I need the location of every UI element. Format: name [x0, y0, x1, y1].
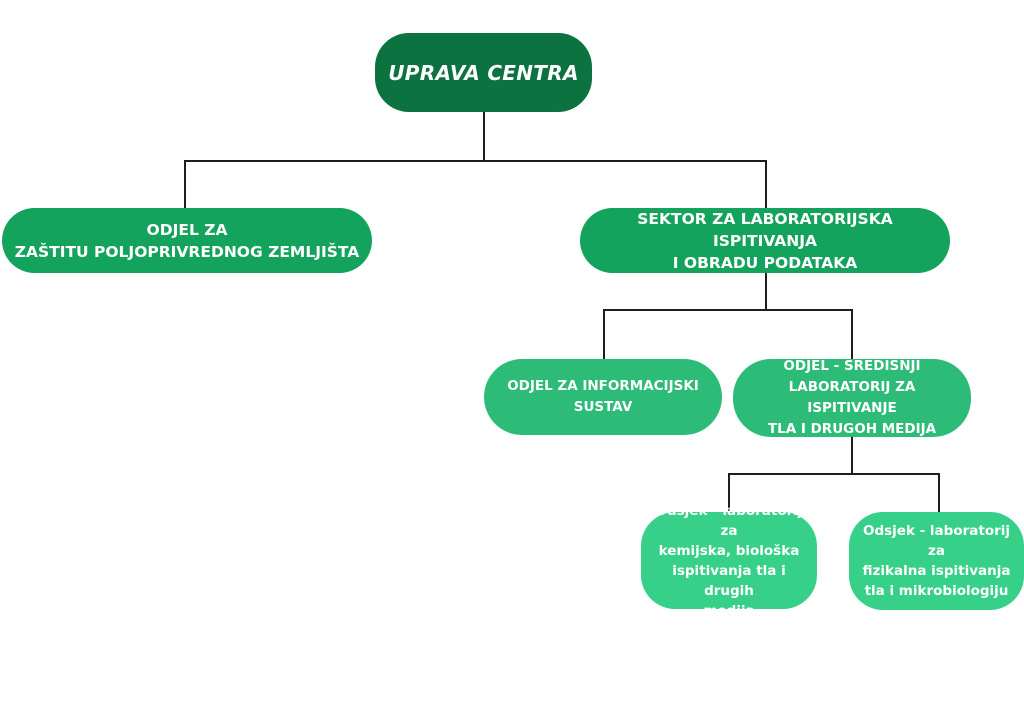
connector-to-sredisnji	[851, 309, 853, 359]
node-odsjek-fizikalna-mikrobiologija: Odsjek - laboratorij za fizikalna ispiti…	[849, 512, 1024, 610]
node-uprava-centra: UPRAVA CENTRA	[375, 33, 592, 112]
node-label-line: LABORATORIJ ZA ISPITIVANJE	[788, 379, 916, 416]
connector-root-down	[483, 112, 485, 162]
node-label-line: ispitivanja tla i drugih	[672, 562, 786, 599]
connector-level3-horizontal	[728, 473, 940, 475]
node-label-line: medija	[703, 602, 755, 619]
node-label-line: Odsjek - laboratorij za	[655, 502, 803, 539]
connector-level1-horizontal	[184, 160, 767, 162]
node-label-line: Odsjek - laboratorij za	[862, 523, 1011, 559]
connector-sredisnji-down	[851, 437, 853, 475]
node-label-line: SUSTAV	[573, 399, 633, 415]
connector-to-odjel-zastita	[184, 160, 186, 208]
node-odjel-zastita-zemljista: ODJEL ZA ZAŠTITU POLJOPRIVREDNOG ZEMLJIŠ…	[2, 208, 372, 273]
node-label-line: SEKTOR ZA LABORATORIJSKA ISPITIVANJA	[637, 209, 893, 250]
connector-to-fizikalna	[938, 473, 940, 513]
node-label-line: kemijska, biološka	[658, 542, 800, 559]
node-label-line: ODJEL ZA INFORMACIJSKI	[507, 378, 699, 394]
node-label-line: TLA I DRUGOH MEDIJA	[767, 421, 937, 437]
connector-to-kemijska	[728, 473, 730, 513]
node-odjel-informacijski-sustav: ODJEL ZA INFORMACIJSKI SUSTAV	[484, 359, 722, 435]
node-label-line: fizikalna ispitivanja	[862, 563, 1011, 579]
connector-to-sektor	[765, 160, 767, 208]
connector-to-informacijski	[603, 309, 605, 359]
node-label: UPRAVA CENTRA	[388, 60, 579, 85]
node-label-line: tla i mikrobiologiju	[864, 583, 1009, 599]
node-label-line: ODJEL ZA	[146, 220, 228, 239]
connector-level2-horizontal	[603, 309, 853, 311]
node-label-line: ZAŠTITU POLJOPRIVREDNOG ZEMLJIŠTA	[14, 242, 360, 261]
node-label-line: I OBRADU PODATAKA	[672, 253, 858, 272]
node-label-line: ODJEL - SREDIŠNJI	[783, 358, 921, 374]
connector-sektor-down	[765, 272, 767, 311]
node-sektor-laboratorijska-ispitivanja: SEKTOR ZA LABORATORIJSKA ISPITIVANJA I O…	[580, 208, 950, 273]
node-odjel-sredisnji-laboratorij: ODJEL - SREDIŠNJI LABORATORIJ ZA ISPITIV…	[733, 358, 971, 437]
node-odsjek-kemijska-bioloska: Odsjek - laboratorij za kemijska, biološ…	[641, 503, 817, 619]
